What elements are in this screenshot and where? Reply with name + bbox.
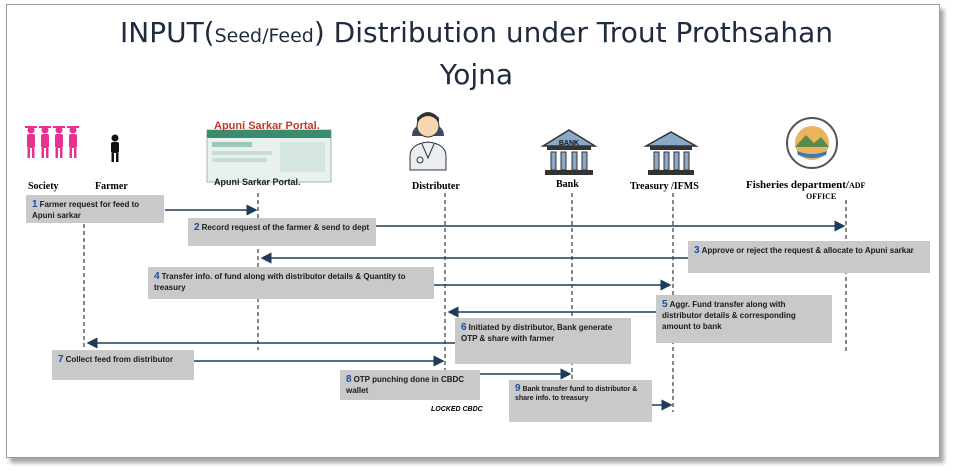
society-icon xyxy=(25,126,79,158)
actor-fisheries: Fisheries department/ADF xyxy=(746,179,866,191)
bank-icon xyxy=(540,129,598,175)
distributer-icon xyxy=(409,112,447,171)
portal-caption: Apuni Sarkar Portal. xyxy=(214,177,301,187)
treasury-icon xyxy=(643,131,699,175)
locked-cbdc-label: LOCKED CBDC xyxy=(431,406,483,413)
actor-society: Society xyxy=(28,181,59,192)
portal-screenshot-icon xyxy=(206,129,332,183)
title-line-1: INPUT(Seed/Feed) Distribution under Trou… xyxy=(119,16,833,49)
actor-farmer: Farmer xyxy=(95,181,128,192)
fisheries-logo-icon xyxy=(786,117,838,169)
portal-title: Apuni Sarkar Portal. xyxy=(214,120,320,132)
title-line-2: Yojna xyxy=(439,58,514,91)
actor-bank: Bank xyxy=(556,179,579,190)
actor-fisheries-office: OFFICE xyxy=(806,192,837,201)
actor-distributer: Distributer xyxy=(412,181,460,192)
svg-text:BANK: BANK xyxy=(559,140,579,147)
actor-treasury: Treasury /IFMS xyxy=(630,181,699,192)
farmer-icon xyxy=(111,134,119,162)
